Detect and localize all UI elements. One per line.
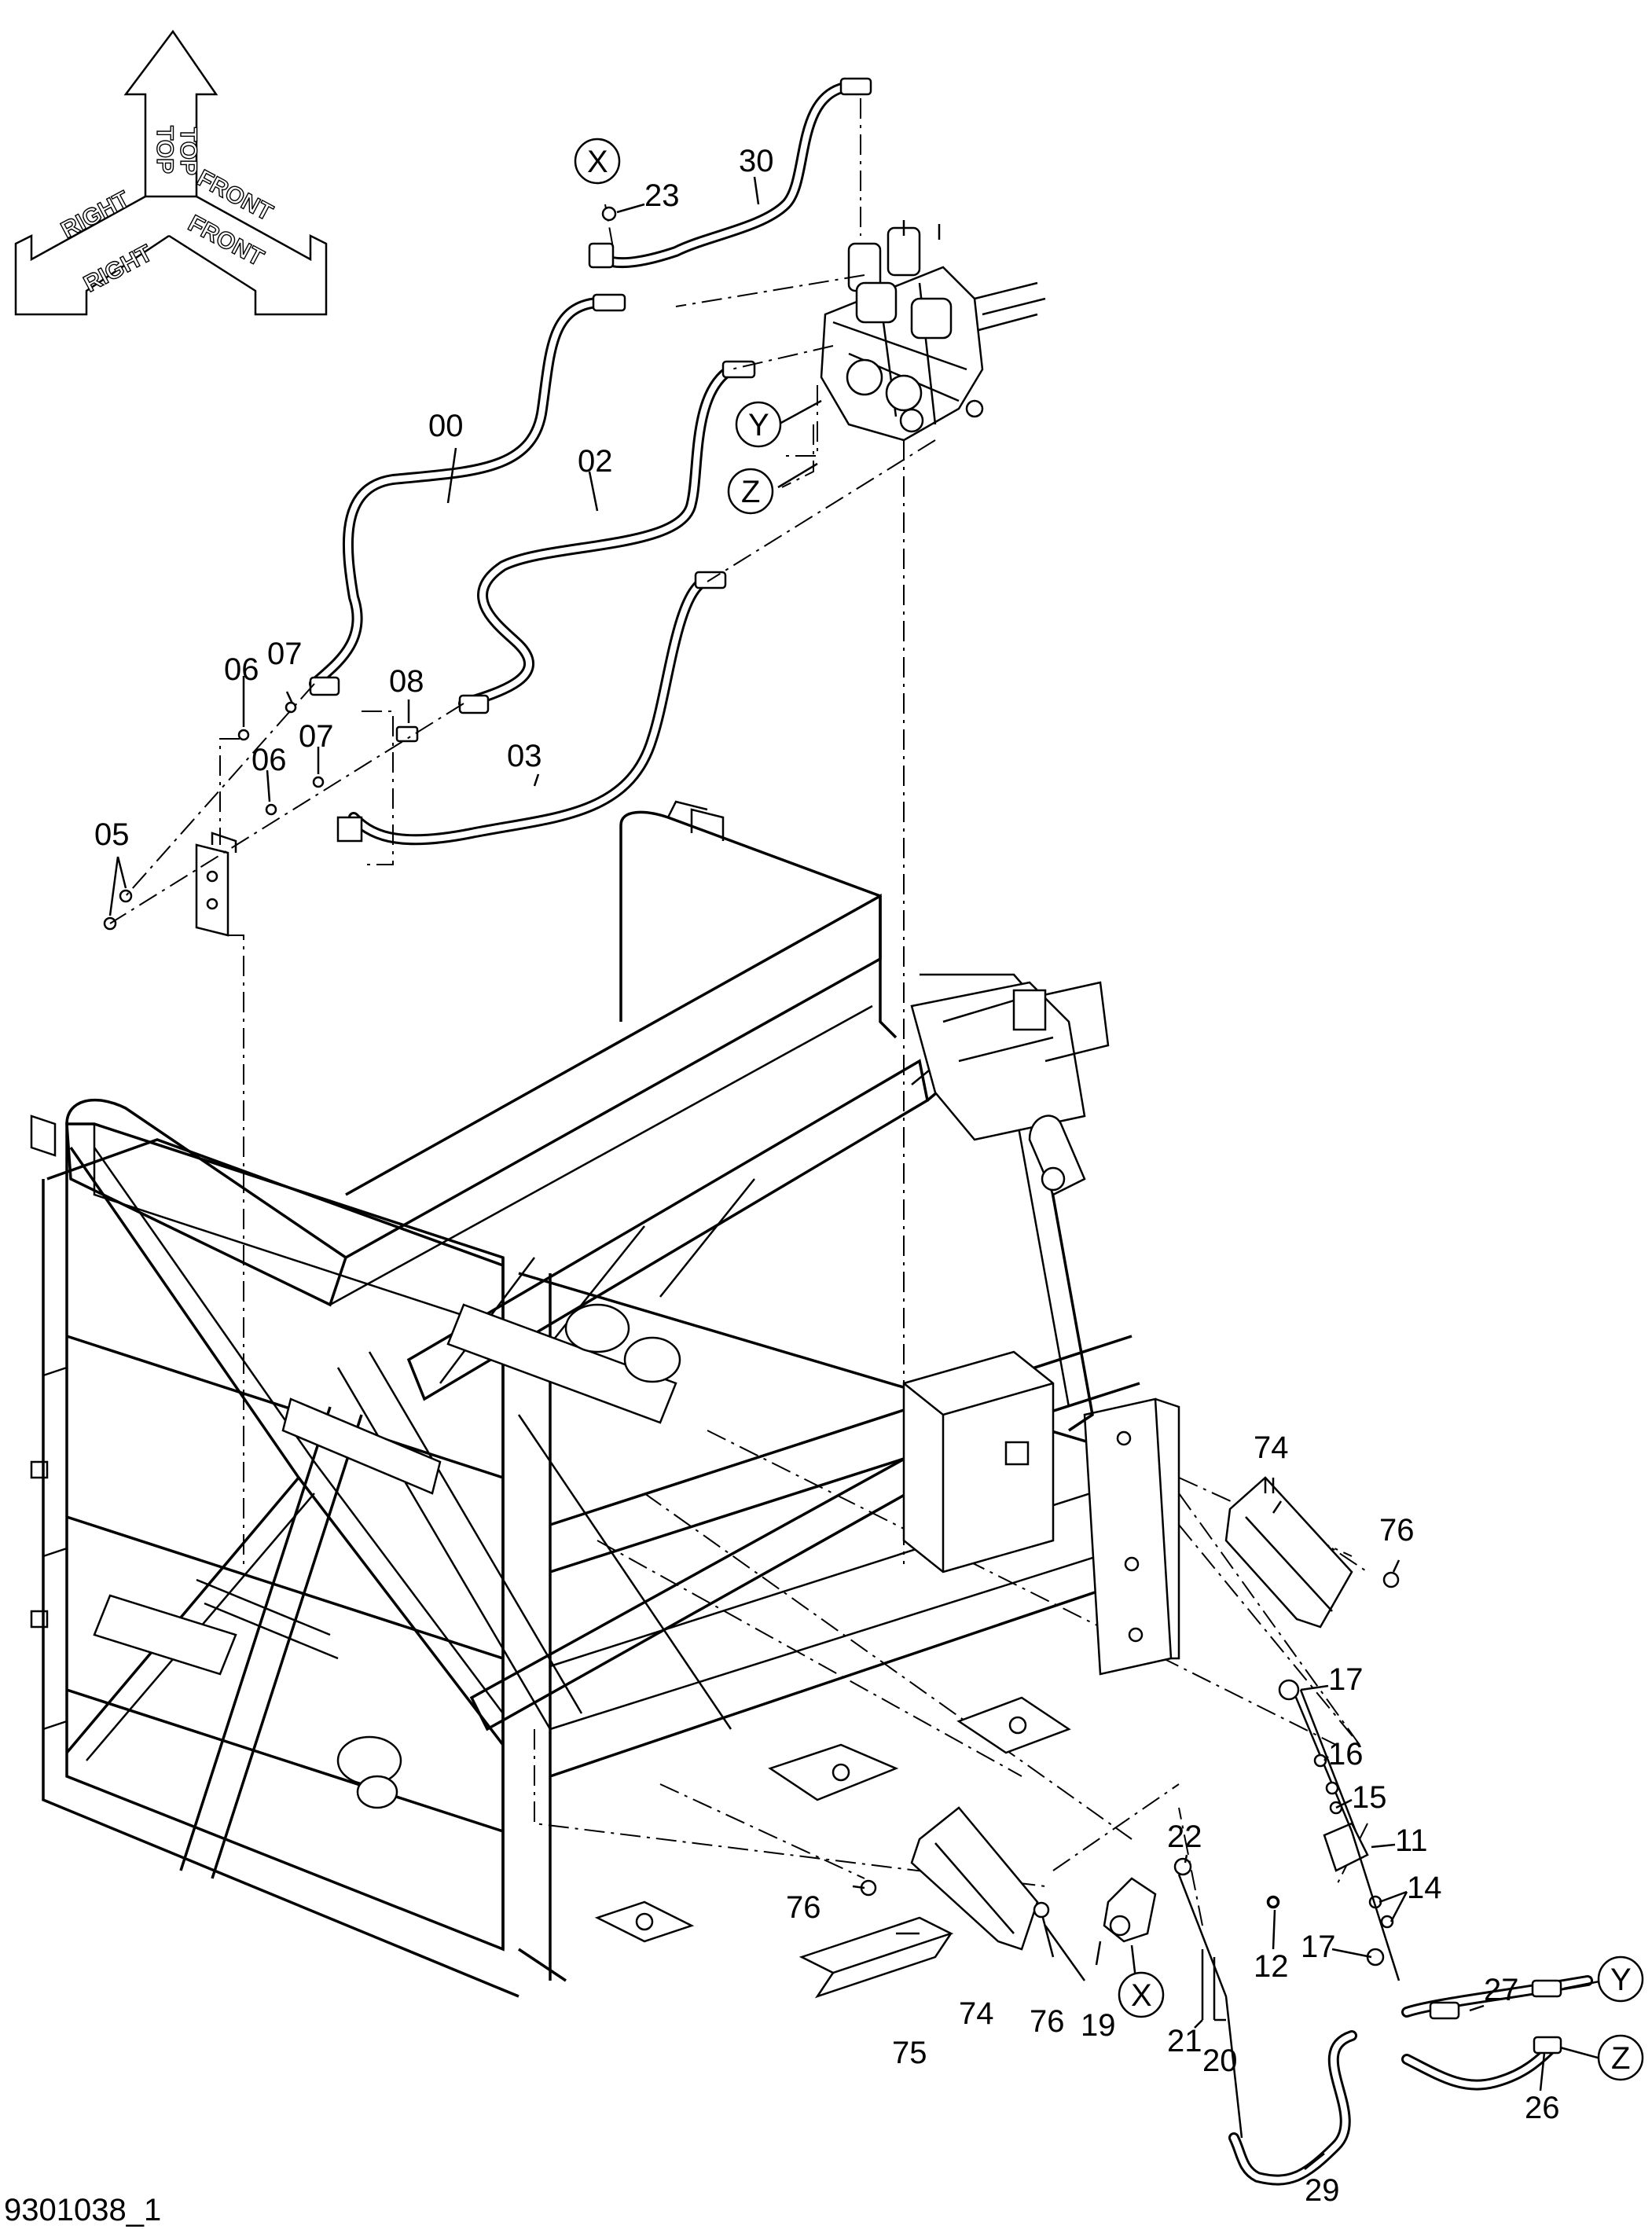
connector-markers: X Y Z X Y Z	[574, 138, 1644, 2081]
leader-lines	[108, 176, 1604, 2170]
connector-y-valve: Y	[748, 408, 769, 442]
callout-11: 11	[1395, 1823, 1428, 1858]
connector-z-valve: Z	[741, 475, 760, 509]
connector-y-right: Y	[1610, 1963, 1632, 1997]
valve-group-right	[1266, 1679, 1401, 1981]
callout-76b: 76	[1030, 2004, 1065, 2039]
orientation-right-label-mirrored: RIGHT	[57, 186, 134, 244]
callout-22: 22	[1167, 1820, 1202, 1854]
callout-27: 27	[1484, 1973, 1519, 2007]
callout-76c: 76	[786, 1890, 821, 1925]
fitting-23	[601, 206, 617, 222]
callout-labels: 23 30 00 02 03 06 07 08 06 07 05 74 76 1…	[94, 144, 1560, 2208]
orientation-right-label: RIGHT	[79, 241, 156, 298]
hose-27	[1401, 1975, 1593, 2020]
bottom-feet	[594, 1696, 1071, 1943]
callout-00: 00	[428, 409, 464, 443]
orientation-top-label-mirrored: TOP	[152, 126, 178, 174]
callout-30: 30	[739, 144, 774, 178]
hose-29	[1228, 2030, 1357, 2186]
connector-x-bottom: X	[1131, 1978, 1152, 2013]
callout-74a: 74	[1254, 1430, 1289, 1465]
callout-16: 16	[1328, 1737, 1364, 1772]
shield-74-right	[1224, 1476, 1353, 1629]
callout-76a: 76	[1379, 1513, 1415, 1548]
orientation-top-label: TOP	[175, 127, 201, 175]
hose-02	[458, 360, 756, 714]
callout-06b: 06	[251, 743, 287, 777]
callout-08: 08	[389, 664, 424, 699]
orientation-arrow-up-icon	[123, 29, 218, 198]
callout-21: 21	[1167, 2024, 1202, 2058]
orientation-arrow-right-icon	[168, 195, 328, 316]
callout-05: 05	[94, 817, 130, 852]
callout-20: 20	[1202, 2044, 1238, 2078]
callout-03: 03	[507, 739, 542, 773]
callout-75: 75	[892, 2036, 927, 2070]
callout-74b: 74	[959, 1996, 994, 2031]
callout-26: 26	[1525, 2091, 1560, 2125]
orientation-indicator: TOP TOP RIGHT RIGHT FRONT FRONT	[14, 29, 328, 316]
plate-75	[798, 1916, 954, 1999]
callout-29: 29	[1305, 2173, 1340, 2208]
shield-74-bottom	[910, 1806, 1039, 1951]
connector-z-right: Z	[1611, 2041, 1630, 2076]
callout-19: 19	[1081, 2008, 1116, 2043]
mounting-bracket	[103, 701, 419, 937]
callout-17a: 17	[1328, 1662, 1364, 1697]
hose-00	[309, 293, 626, 696]
callout-07a: 07	[267, 637, 303, 671]
callout-02: 02	[578, 444, 613, 479]
callout-12: 12	[1254, 1949, 1289, 1984]
callout-15: 15	[1352, 1780, 1387, 1815]
rollers	[93, 1303, 681, 1809]
connector-x-top: X	[587, 145, 608, 179]
motor-box	[902, 1350, 1055, 1574]
switch-19	[1095, 1857, 1243, 2139]
fitting-12	[1267, 1896, 1279, 1908]
figure-id: 9301038_1	[4, 2193, 161, 2227]
orientation-arrow-left-icon	[14, 195, 170, 316]
hose-03	[336, 571, 727, 846]
callout-23: 23	[644, 178, 680, 213]
callout-06a: 06	[224, 652, 259, 687]
hose-26	[1401, 2036, 1562, 2091]
control-valve	[820, 220, 1046, 442]
assembly-lines	[109, 98, 1368, 1926]
hose-30	[588, 77, 872, 269]
callout-07b: 07	[299, 719, 334, 754]
callout-14: 14	[1407, 1871, 1442, 1905]
callout-17b: 17	[1301, 1930, 1336, 1964]
